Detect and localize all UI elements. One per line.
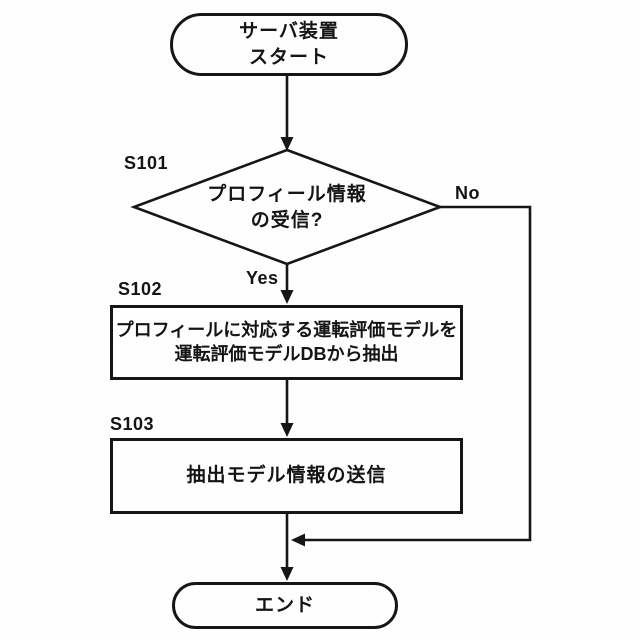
step-label-s101: S101 xyxy=(124,153,169,173)
decision-s101-text: プロフィール情報 の受信? xyxy=(167,178,407,238)
branch-label-yes: Yes xyxy=(246,268,279,288)
decision-s101-line1: プロフィール情報 xyxy=(207,184,367,206)
arrowhead-into-s102 xyxy=(280,290,294,304)
process-s102-box: プロフィールに対応する運転評価モデルを 運転評価モデルDBから抽出 xyxy=(110,305,463,380)
start-terminal-line2: スタート xyxy=(248,46,329,68)
arrowhead-into-end xyxy=(280,567,294,581)
connector-no-branch xyxy=(302,205,532,542)
step-label-s103: S103 xyxy=(110,414,155,434)
end-terminal-label: エンド xyxy=(254,594,315,616)
arrowhead-into-decision xyxy=(280,137,294,151)
arrowhead-no-merge xyxy=(291,533,305,547)
branch-label-no: No xyxy=(455,183,480,203)
process-s102-line2: 運転評価モデルDBから抽出 xyxy=(174,343,399,364)
end-terminal: エンド xyxy=(172,582,398,629)
step-label-s102: S102 xyxy=(118,279,163,299)
process-s102-line1: プロフィールに対応する運転評価モデルを xyxy=(115,319,458,340)
decision-s101-line2: の受信? xyxy=(250,210,324,231)
process-s103-box: 抽出モデル情報の送信 xyxy=(110,438,463,514)
arrowhead-into-s103 xyxy=(280,423,294,437)
process-s103-label: 抽出モデル情報の送信 xyxy=(186,465,387,487)
start-terminal-line1: サーバ装置 xyxy=(239,21,339,43)
start-terminal: サーバ装置 スタート xyxy=(170,13,408,76)
